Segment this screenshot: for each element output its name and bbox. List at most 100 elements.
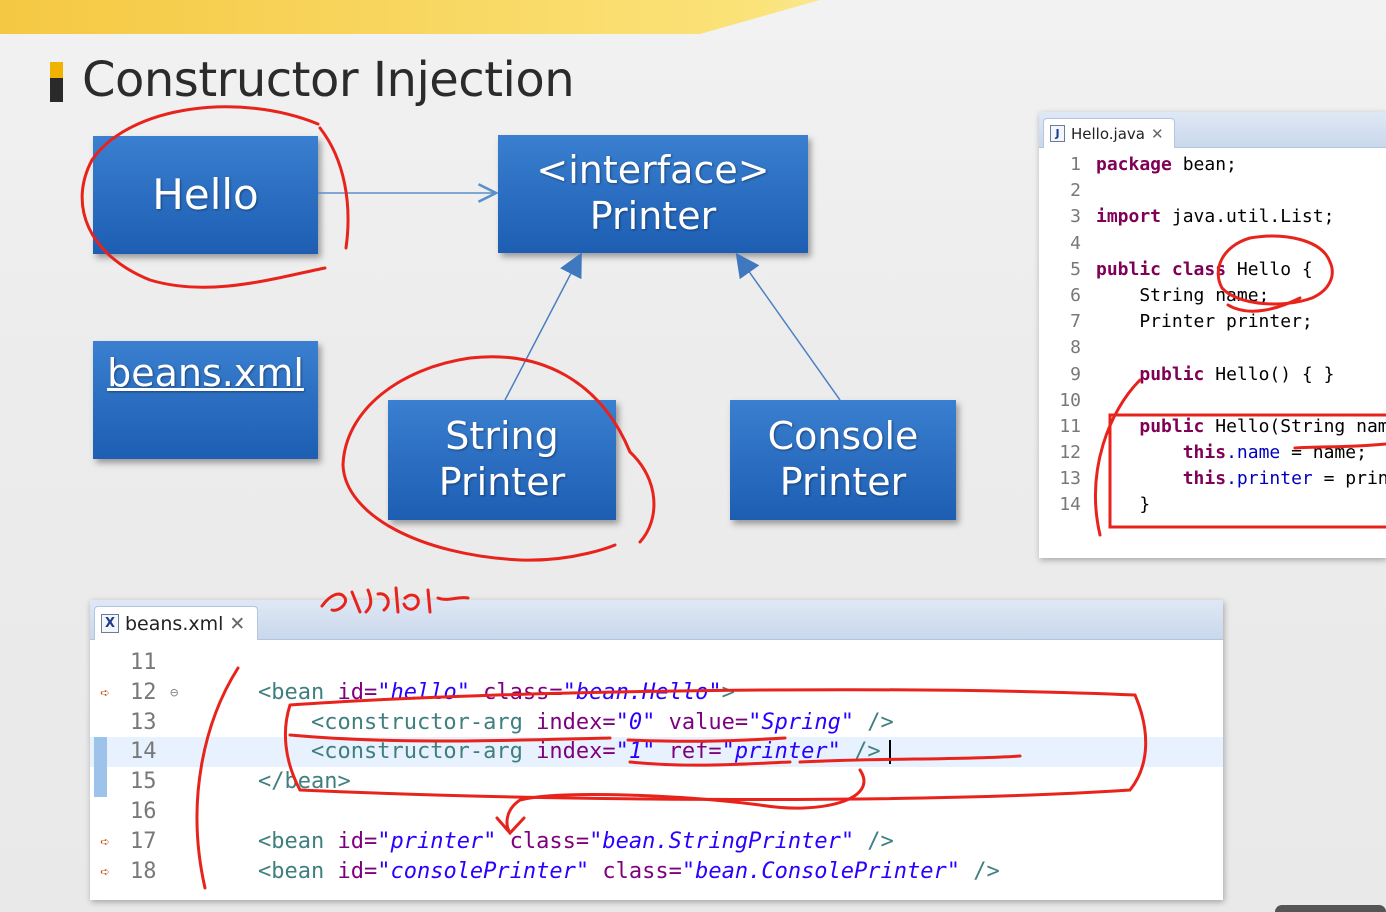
code-text: bean; <box>1171 154 1237 175</box>
keyword: public <box>1139 415 1205 437</box>
line-number: 10 <box>1059 389 1081 411</box>
string-printer-label-1: String <box>445 414 559 459</box>
xml-value: "bean.StringPrinter" <box>589 828 855 854</box>
code-line: 5 public class Hello { <box>1039 257 1386 283</box>
xml-value: "bean.Hello" <box>562 679 722 705</box>
code-text: java.util.List; <box>1161 206 1335 228</box>
line-number: 14 <box>130 739 157 765</box>
line-number: 15 <box>130 769 157 795</box>
line-number: 16 <box>130 798 157 824</box>
fold-minus-icon[interactable]: ⊖ <box>170 684 179 701</box>
arrow-marker-icon[interactable]: ➪ <box>100 861 110 881</box>
xml-tag: <bean <box>258 858 325 884</box>
code-line: 4 <box>1039 231 1386 257</box>
close-icon[interactable]: ✕ <box>1150 124 1164 143</box>
xml-code-area[interactable]: 11 ➪12⊖<bean id="hello" class="bean.Hell… <box>90 648 1223 886</box>
line-number: 18 <box>130 858 157 884</box>
keyword: import <box>1096 206 1162 228</box>
line-number: 13 <box>130 709 157 735</box>
code-text: = name; <box>1280 442 1367 464</box>
console-printer-implements-arrow <box>735 252 841 401</box>
field: .printer <box>1226 468 1313 490</box>
interface-stereotype-label: <interface> <box>536 148 770 193</box>
arrow-marker-icon[interactable]: ➪ <box>100 831 110 851</box>
tab-beans-xml[interactable]: X beans.xml ✕ <box>94 606 259 640</box>
code-line: 12 this.name = name; <box>1039 440 1386 466</box>
printer-label: Printer <box>589 194 717 238</box>
xml-value: "1" <box>615 739 656 765</box>
keyword: public class <box>1096 258 1227 280</box>
xml-attr: id= <box>324 828 378 854</box>
code-line: 13 <constructor-arg index="0" value="Spr… <box>90 708 1223 738</box>
keyword: public <box>1139 363 1205 385</box>
tab-hello-java[interactable]: J Hello.java ✕ <box>1043 118 1175 148</box>
string-printer-box: String Printer <box>388 400 616 520</box>
current-line-gutter <box>94 767 107 798</box>
line-number: 12 <box>130 679 157 705</box>
line-number: 2 <box>1070 180 1081 202</box>
beans-xml-link[interactable]: beans.xml <box>107 351 304 395</box>
code-text: Printer printer; <box>1096 311 1313 333</box>
code-text: Hello(String name, Printer printer) { <box>1215 415 1386 437</box>
xml-tag: <constructor-arg <box>310 709 523 735</box>
text-caret <box>888 740 891 765</box>
keyword: this <box>1182 468 1227 490</box>
keyword: package <box>1096 154 1172 175</box>
arrow-marker-icon[interactable]: ➪ <box>100 682 110 702</box>
line-number: 4 <box>1070 232 1081 254</box>
code-line: 11 <box>90 648 1223 678</box>
keyword: this <box>1182 442 1227 464</box>
line-number: 11 <box>130 650 157 675</box>
code-text: } <box>1096 494 1151 516</box>
close-icon[interactable]: ✕ <box>229 612 246 635</box>
page-title: Constructor Injection <box>82 52 575 108</box>
field: .name <box>1226 442 1281 464</box>
xml-tag: <bean <box>258 828 325 854</box>
line-number: 14 <box>1059 494 1081 516</box>
hello-class-box: Hello <box>93 136 318 254</box>
code-text: Hello() { } <box>1204 363 1335 385</box>
xml-tag-end: /> <box>854 709 894 735</box>
title-accent-bar <box>50 62 63 102</box>
line-number: 7 <box>1070 311 1081 333</box>
line-number: 5 <box>1070 258 1081 280</box>
xml-attr: id= <box>324 858 378 884</box>
console-printer-box: Console Printer <box>730 400 956 520</box>
code-line: 16 <box>90 797 1223 827</box>
console-printer-label-1: Console <box>767 414 919 459</box>
string-printer-label-2: Printer <box>438 460 566 504</box>
xml-editor-tabbar: X beans.xml ✕ <box>90 600 1223 640</box>
xml-value: "0" <box>615 709 656 735</box>
line-number: 6 <box>1070 284 1081 306</box>
xml-tag: <bean <box>258 679 325 705</box>
xml-attr: class= <box>496 828 590 854</box>
code-line: 15</bean> <box>90 767 1223 798</box>
xml-value: "printer" <box>377 828 497 854</box>
line-number: 3 <box>1070 206 1081 228</box>
code-line: 7 Printer printer; <box>1039 309 1386 335</box>
xml-value: "hello" <box>377 679 470 705</box>
code-line: 8 <box>1039 335 1386 361</box>
xml-value: "printer" <box>721 739 841 765</box>
line-number: 17 <box>130 828 157 854</box>
code-line-current: 14 <constructor-arg index="1" ref="print… <box>90 737 1223 768</box>
xml-attr: id= <box>324 679 378 705</box>
xml-attr: ref= <box>655 739 722 765</box>
java-file-icon: J <box>1050 125 1065 142</box>
code-text: Hello { <box>1226 258 1313 280</box>
xml-attr: index= <box>522 709 616 735</box>
line-number: 12 <box>1059 442 1081 464</box>
xml-tag-end: > <box>721 679 735 705</box>
top-banner-strip <box>0 0 820 34</box>
xml-attr: class= <box>589 858 682 884</box>
current-line-gutter <box>94 737 107 768</box>
xml-attr: value= <box>655 709 749 735</box>
xml-value: "consolePrinter" <box>377 858 590 884</box>
xml-tag-end: /> <box>840 739 881 765</box>
xml-file-icon: X <box>101 614 119 633</box>
code-line: ➪ 17 <bean id="printer" class="bean.String… <box>90 827 1223 857</box>
line-number: 13 <box>1059 468 1081 490</box>
